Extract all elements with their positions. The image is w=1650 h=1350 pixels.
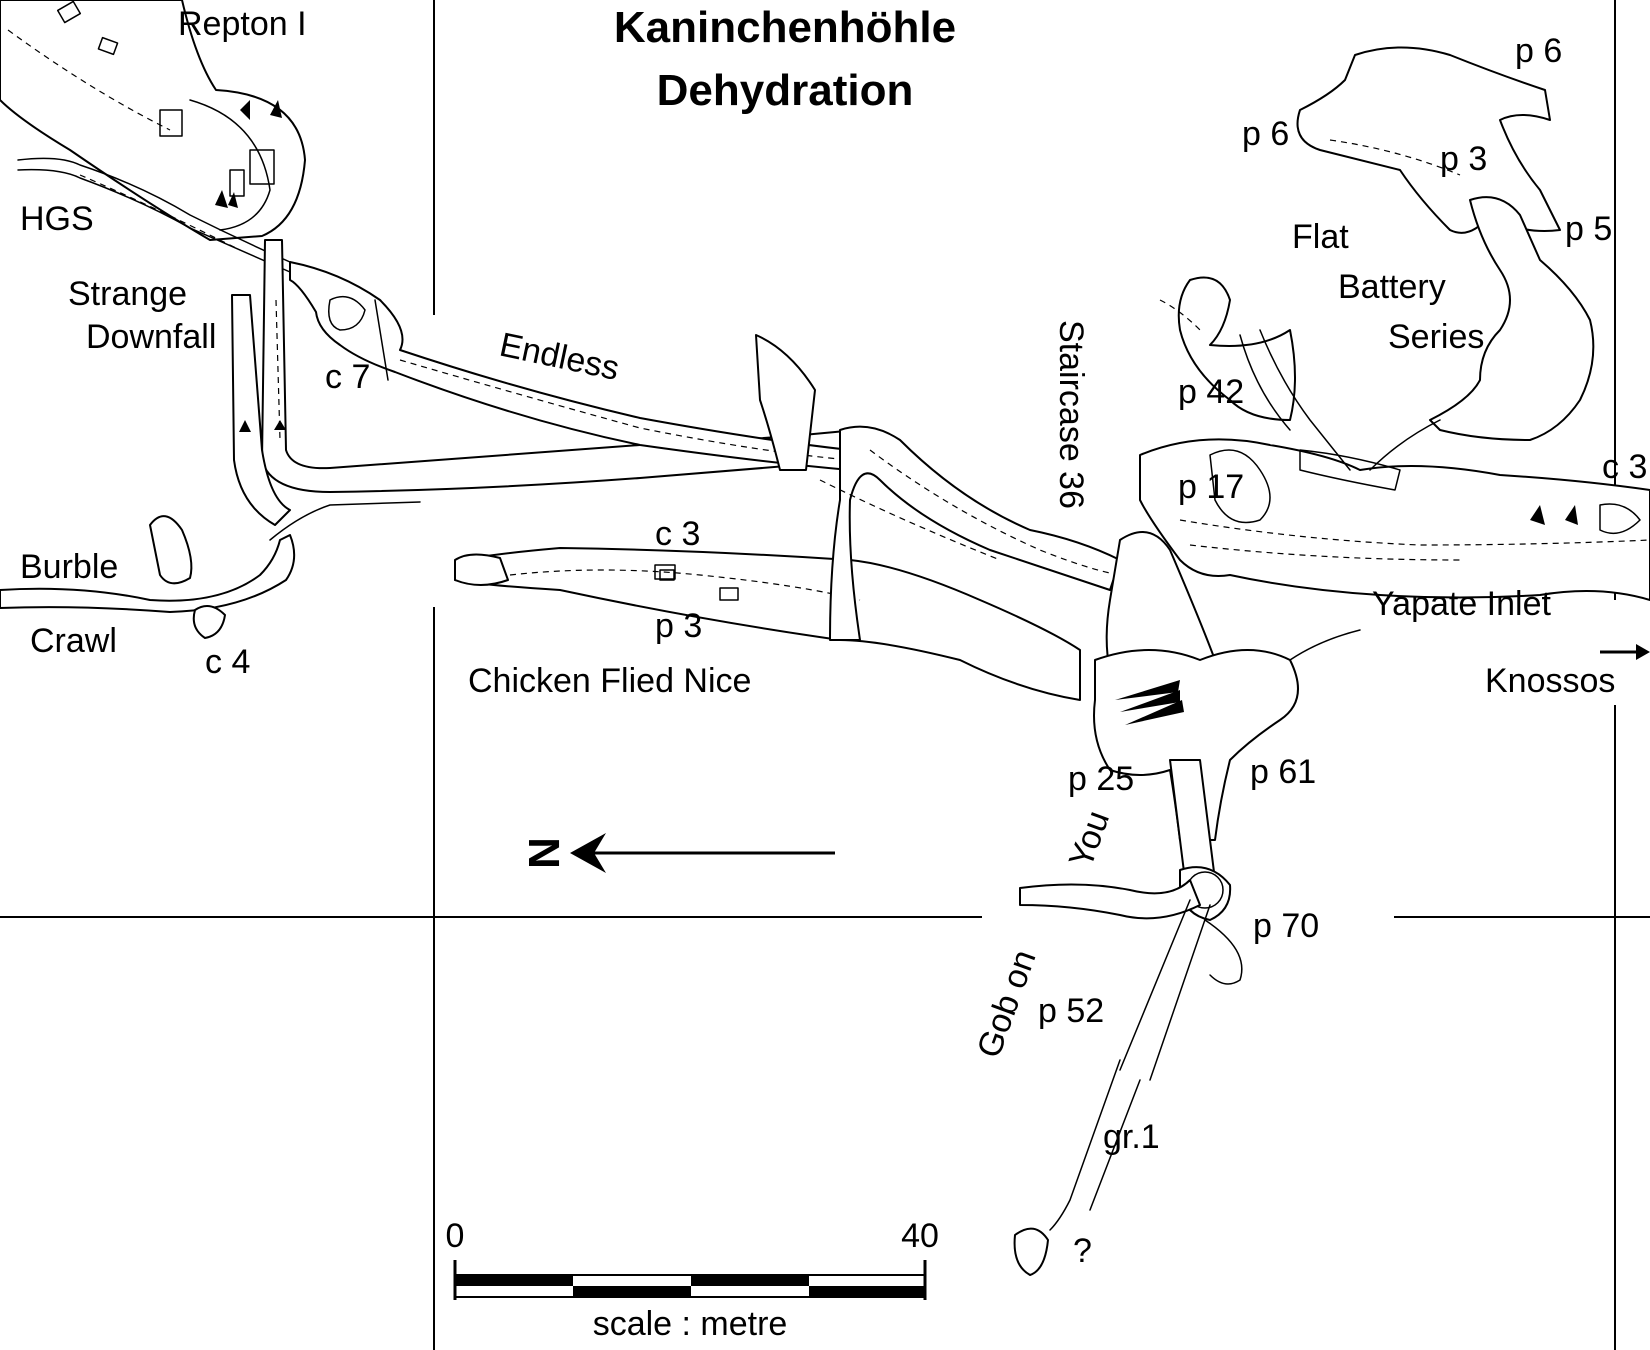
label-c4: c 4 xyxy=(205,643,250,681)
label-c3-right: c 3 xyxy=(1602,448,1647,486)
title-line-2: Dehydration xyxy=(657,66,914,115)
label-staircase: Staircase 36 xyxy=(1052,320,1090,509)
label-repton: Repton I xyxy=(178,5,307,43)
label-p6-left: p 6 xyxy=(1242,115,1289,153)
label-series: Series xyxy=(1388,318,1484,356)
label-p5: p 5 xyxy=(1565,210,1612,248)
label-p42: p 42 xyxy=(1178,373,1244,411)
north-arrow: N xyxy=(519,833,835,873)
label-strange: Strange xyxy=(68,275,187,313)
label-crawl: Crawl xyxy=(30,622,117,660)
place-labels: Repton I HGS Strange Downfall c 7 Endles… xyxy=(20,5,1647,1270)
scale-end-label: 40 xyxy=(901,1217,939,1255)
map-title: Kaninchenhöhle Dehydration xyxy=(614,3,956,115)
label-p17: p 17 xyxy=(1178,468,1244,506)
chicken-flied-nice-passage xyxy=(454,547,1081,701)
title-line-1: Kaninchenhöhle xyxy=(614,3,956,52)
label-burble: Burble xyxy=(20,548,118,586)
label-you: You xyxy=(1062,806,1117,873)
scale-bar: 0 40 scale : metre xyxy=(446,1217,939,1343)
label-p70: p 70 xyxy=(1253,907,1319,945)
label-yapate: Yapate Inlet xyxy=(1372,585,1552,623)
hgs-passage xyxy=(17,157,291,273)
p42-loop xyxy=(1159,276,1351,471)
label-chicken: Chicken Flied Nice xyxy=(468,662,751,700)
label-p52: p 52 xyxy=(1038,992,1104,1030)
label-gob-on: Gob on xyxy=(970,945,1044,1063)
flat-battery-series xyxy=(1296,46,1641,535)
scale-caption: scale : metre xyxy=(593,1305,788,1343)
knossos-arrow-icon xyxy=(1600,644,1650,660)
central-passages xyxy=(755,334,1121,641)
label-hgs: HGS xyxy=(20,200,94,238)
label-question: ? xyxy=(1073,1232,1092,1270)
label-c3-mid: c 3 xyxy=(655,515,700,553)
label-p61: p 61 xyxy=(1250,753,1316,791)
repton-chamber xyxy=(0,0,306,241)
label-c7: c 7 xyxy=(325,358,370,396)
label-gr1: gr.1 xyxy=(1103,1118,1160,1156)
label-p3-top: p 3 xyxy=(1440,140,1487,178)
scale-start-label: 0 xyxy=(446,1217,465,1255)
north-arrow-letter: N xyxy=(519,837,568,869)
label-p3-mid: p 3 xyxy=(655,607,702,645)
label-endless: Endless xyxy=(496,326,622,388)
label-p25: p 25 xyxy=(1068,760,1134,798)
burble-crawl xyxy=(0,501,421,639)
label-battery: Battery xyxy=(1338,268,1446,306)
label-p6-top: p 6 xyxy=(1515,32,1562,70)
label-downfall: Downfall xyxy=(86,318,216,356)
label-knossos: Knossos xyxy=(1485,662,1615,700)
gob-on-passage xyxy=(1013,879,1243,1276)
label-flat: Flat xyxy=(1292,218,1349,256)
